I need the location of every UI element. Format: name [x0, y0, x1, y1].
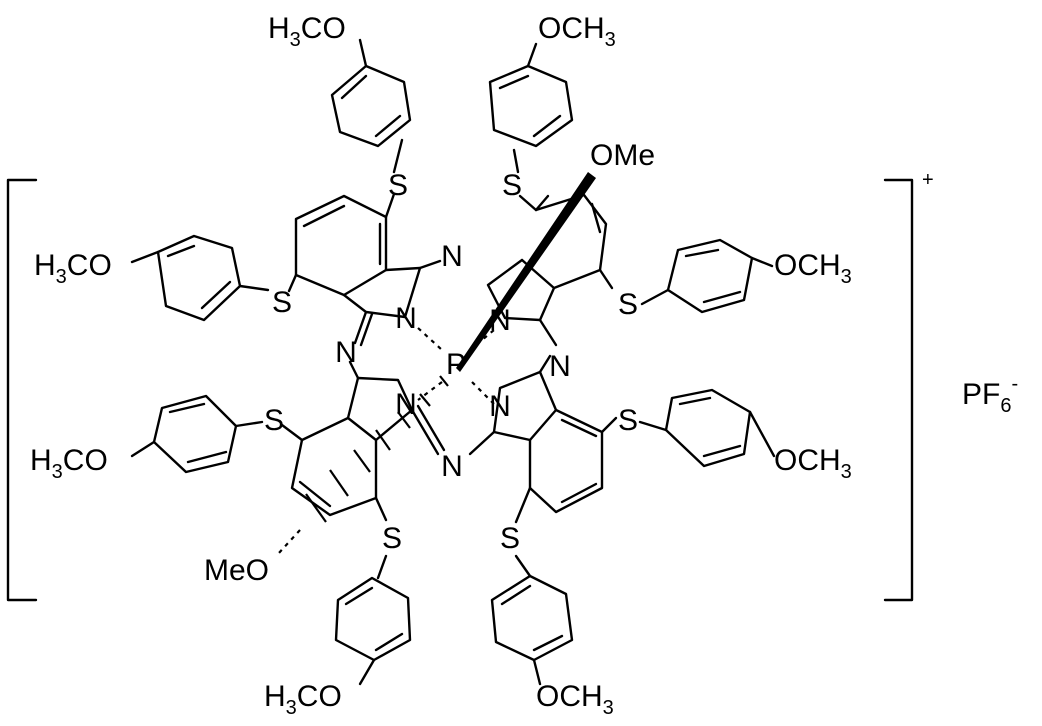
charge-label: + [922, 169, 934, 191]
isoindole-lower-left [280, 360, 446, 522]
aryl-thio-top-left [330, 38, 412, 174]
axial-wedge-bond [456, 172, 596, 372]
aryl-thio-left-lower [130, 394, 264, 474]
aryl-thio-bottom-right [490, 554, 574, 686]
nitrogen-atom-label: N [395, 302, 417, 335]
nitrogen-atom-label: N [441, 450, 463, 483]
sulfur-atom-label: S [382, 522, 402, 555]
nitrogen-atom-label: N [489, 390, 511, 423]
methoxy-label-bottom-left: H3CO [264, 680, 342, 719]
sulfur-atom-label: S [618, 404, 638, 437]
nitrogen-atom-label: N [549, 350, 571, 383]
nitrogen-atom-label: N [489, 304, 511, 337]
axial-hashed-bond [277, 375, 449, 555]
methoxy-label-bottom-right: OCH3 [536, 680, 614, 719]
methoxy-label-top-right: OCH3 [538, 12, 616, 51]
methoxy-label-right-lower: OCH3 [774, 444, 852, 483]
methoxy-label-left-lower: H3CO [30, 444, 108, 483]
sulfur-atom-label: S [264, 404, 284, 437]
nitrogen-atom-label: N [335, 336, 357, 369]
isoindole-lower-right [468, 354, 618, 524]
phosphorus-atom-label: P [446, 348, 466, 381]
aryl-thio-right-upper [640, 238, 774, 314]
methoxy-label-top-left: H3CO [268, 12, 346, 51]
aryl-thio-left-upper [130, 234, 270, 322]
methoxy-label-right-upper: OCH3 [774, 249, 852, 288]
sulfur-atom-label: S [618, 288, 638, 321]
methoxy-label-left-upper: H3CO [34, 249, 112, 288]
counterion-label: PF6- [962, 373, 1018, 417]
left-bracket [6, 178, 38, 602]
nitrogen-atom-label: N [395, 388, 417, 421]
n-p-coordination [417, 327, 495, 405]
nitrogen-atom-label: N [441, 240, 463, 273]
aryl-thio-right-lower [638, 388, 776, 468]
isoindole-upper-left [287, 192, 442, 347]
right-bracket [883, 178, 914, 602]
sulfur-atom-label: S [272, 286, 292, 319]
aryl-thio-bottom-left [334, 554, 412, 686]
sulfur-atom-label: S [502, 169, 522, 202]
sulfur-atom-label: S [500, 522, 520, 555]
sulfur-atom-label: S [388, 169, 408, 202]
axial-meo-label: MeO [204, 554, 269, 587]
aryl-thio-top-right [488, 42, 574, 174]
axial-ome-label: OMe [590, 139, 655, 172]
